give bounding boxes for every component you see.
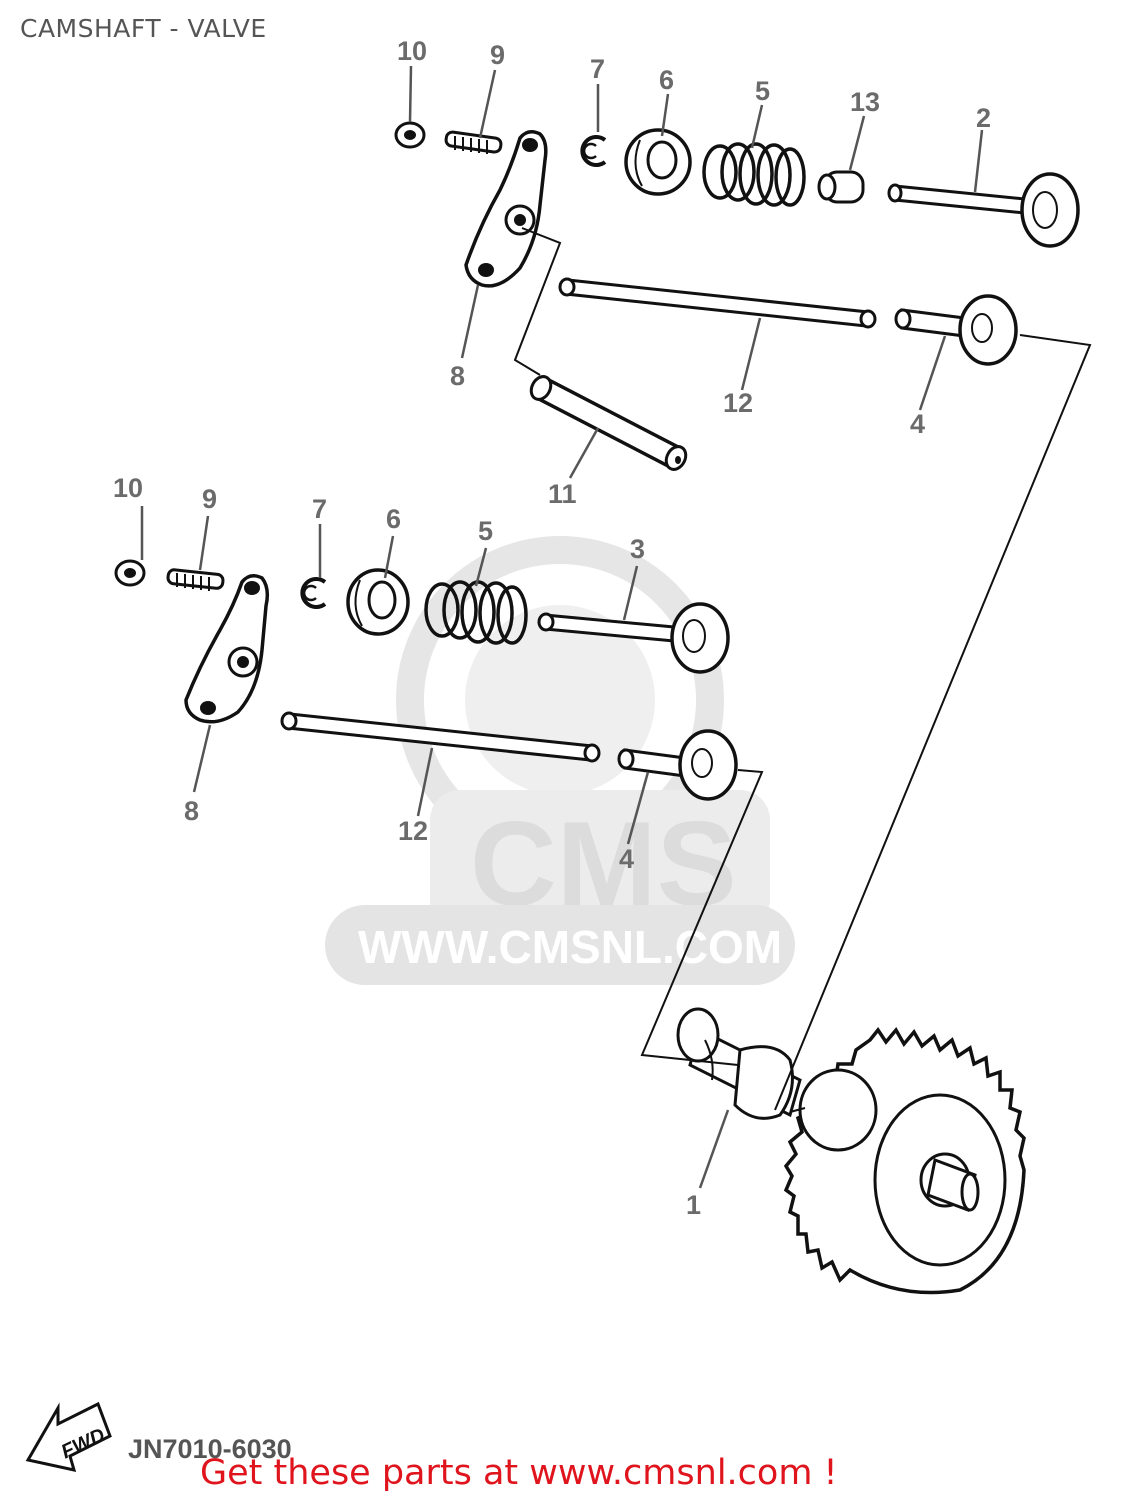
callout-top-2: 2 bbox=[976, 103, 991, 133]
part-10-nut-top bbox=[394, 121, 426, 149]
part-13-stem-seal bbox=[817, 170, 865, 204]
part-7-valve-cotter-bottom bbox=[300, 577, 327, 609]
callout-top-6: 6 bbox=[659, 65, 674, 95]
callout-top-12: 12 bbox=[723, 388, 753, 418]
part-5-valve-spring-top bbox=[702, 142, 806, 207]
part-12-push-rod-top bbox=[558, 277, 877, 329]
assembly-line-top-tappet bbox=[774, 334, 1092, 1111]
assembly-line-bottom-tappet bbox=[640, 769, 764, 1066]
callout-top-4: 4 bbox=[910, 409, 925, 439]
fwd-arrow-icon: FWD bbox=[25, 1401, 112, 1472]
part-8-rocker-arm-top bbox=[464, 130, 548, 288]
watermark-badge bbox=[430, 790, 770, 930]
part-4-tappet-top bbox=[894, 294, 1018, 366]
callout-bottom-4: 4 bbox=[619, 844, 634, 874]
part-5-valve-spring-bottom bbox=[424, 580, 528, 645]
part-11-rocker-shaft bbox=[529, 375, 688, 471]
callout-bottom-3: 3 bbox=[630, 534, 645, 564]
callout-top-13: 13 bbox=[850, 87, 880, 117]
callout-top-7: 7 bbox=[590, 54, 605, 84]
callout-bottom-10: 10 bbox=[113, 473, 143, 503]
diagram-code: JN7010-6030 bbox=[128, 1434, 292, 1464]
assembly-line-connector bbox=[789, 1107, 806, 1113]
part-3-intake-valve bbox=[537, 602, 730, 674]
part-9-adjusting-screw-top bbox=[444, 130, 503, 154]
callout-top-11: 11 bbox=[548, 479, 577, 509]
part-2-exhaust-valve bbox=[887, 172, 1080, 248]
watermark-url: WWW.CMSNL.COM bbox=[358, 921, 782, 973]
part-9-adjusting-screw-bottom bbox=[166, 568, 225, 591]
callout-bottom-7: 7 bbox=[312, 494, 327, 524]
callout-bottom-12: 12 bbox=[398, 816, 428, 846]
part-7-valve-cotter-top bbox=[580, 135, 607, 167]
part-8-rocker-arm-bottom bbox=[184, 574, 270, 724]
callout-top-9: 9 bbox=[490, 40, 505, 70]
callout-numbers: 10 9 7 6 5 13 2 8 12 4 11 10 9 7 6 5 3 8… bbox=[113, 36, 991, 1220]
part-4-tappet-bottom bbox=[617, 729, 738, 801]
cta-link-text[interactable]: Get these parts at www.cmsnl.com ! bbox=[200, 1453, 838, 1493]
part-6-spring-retainer-top bbox=[624, 128, 692, 196]
part-10-nut-bottom bbox=[114, 559, 146, 587]
callout-top-8: 8 bbox=[450, 361, 465, 391]
callout-camshaft-1: 1 bbox=[686, 1190, 701, 1220]
part-12-push-rod-bottom bbox=[280, 711, 601, 763]
watermark-url-pill bbox=[325, 905, 795, 985]
page-title: CAMSHAFT - VALVE bbox=[20, 14, 267, 43]
callout-bottom-5: 5 bbox=[478, 516, 493, 546]
callout-bottom-9: 9 bbox=[202, 484, 217, 514]
leader-lines bbox=[140, 65, 984, 1189]
callout-bottom-8: 8 bbox=[184, 796, 199, 826]
callout-top-10: 10 bbox=[397, 36, 427, 66]
callout-top-5: 5 bbox=[755, 76, 770, 106]
callout-bottom-6: 6 bbox=[386, 504, 401, 534]
part-6-spring-retainer-bottom bbox=[346, 568, 410, 636]
part-1-camshaft bbox=[676, 1007, 1026, 1295]
alignment-line-top bbox=[513, 227, 562, 376]
